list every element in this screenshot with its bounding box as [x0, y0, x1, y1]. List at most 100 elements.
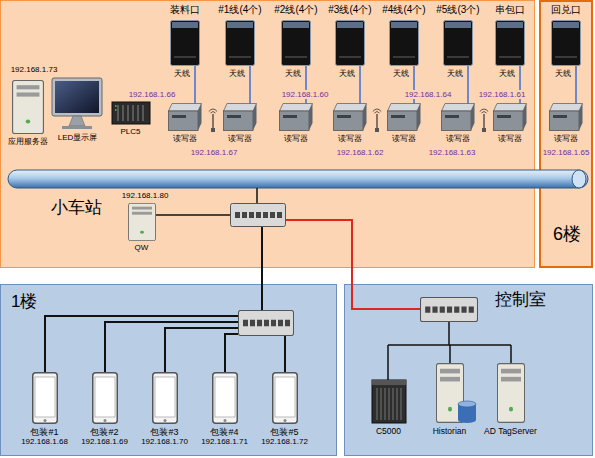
region-name: 1楼	[11, 292, 37, 312]
antenna-cable	[359, 66, 361, 104]
network-wire	[448, 322, 450, 345]
network-bus	[8, 170, 588, 188]
column-header: #3线(4个)	[327, 4, 372, 16]
antenna-icon	[390, 21, 419, 66]
plc-modules	[118, 105, 143, 121]
network-wire	[256, 188, 258, 203]
device-label: 192.168.1.71	[201, 437, 248, 446]
device-label: 192.168.1.70	[141, 437, 188, 446]
column-header: 串包口	[494, 4, 526, 16]
device-node: 读写器	[173, 134, 197, 143]
reader-icon	[388, 104, 421, 131]
column-header: #2线(4个)	[273, 4, 318, 16]
antenna-icon	[226, 21, 255, 66]
column-header: #1线(4个)	[217, 4, 262, 16]
device-label: 天线	[174, 69, 190, 78]
antenna-cable	[194, 66, 196, 104]
device-node: 包装#1192.168.1.68	[21, 427, 68, 447]
device-node: 包装#3192.168.1.70	[141, 427, 188, 447]
region-name: 控制室	[495, 290, 546, 310]
device-label: 天线	[393, 69, 409, 78]
reader-icon	[442, 104, 475, 131]
antenna-icon	[552, 21, 581, 66]
device-label: QW	[135, 243, 149, 252]
device-label: 天线	[339, 69, 355, 78]
device-label: 读写器	[228, 134, 252, 143]
plc-rack	[112, 102, 150, 124]
device-node: 读写器	[228, 134, 252, 143]
ip-address: 192.168.1.61	[478, 90, 527, 99]
floor-region: 1楼包装#1192.168.1.68包装#2192.168.1.69包装#319…	[0, 284, 337, 456]
plc-leds	[115, 106, 117, 110]
reader-icon	[280, 104, 313, 131]
monitor-screen	[55, 81, 99, 113]
monitor-bezel	[52, 78, 102, 116]
device-label: AD TagServer	[484, 427, 537, 437]
device-label: 读写器	[284, 134, 308, 143]
wireless-icon	[209, 109, 217, 132]
device-node: 天线	[285, 69, 301, 78]
monitor-base	[62, 126, 92, 129]
device-node: 读写器	[498, 134, 522, 143]
switch-icon	[421, 298, 478, 322]
device-node: 天线	[339, 69, 355, 78]
device-label: 192.168.1.68	[21, 437, 68, 446]
device-label: 天线	[499, 69, 515, 78]
ip-address: 192.168.1.73	[10, 65, 59, 74]
wireless-icon	[480, 109, 488, 132]
server-icon	[13, 81, 44, 134]
antenna-icon	[171, 21, 200, 66]
device-node: 读写器	[392, 134, 416, 143]
antenna-icon	[496, 21, 525, 66]
device-label: 包装#1	[21, 427, 68, 437]
network-wire	[510, 345, 512, 363]
device-node: 应用服务器	[8, 137, 48, 146]
server-icon	[129, 203, 156, 240]
antenna-icon	[282, 21, 311, 66]
controller-modules	[377, 388, 401, 420]
device-label: 天线	[229, 69, 245, 78]
device-label: 包装#3	[141, 427, 188, 437]
network-wire	[449, 345, 451, 363]
network-wire	[105, 322, 238, 372]
device-node: AD TagServer	[484, 427, 537, 437]
column-header: 装料口	[169, 4, 201, 16]
reader-icon	[224, 104, 257, 131]
bus-end	[572, 170, 586, 188]
device-node: PLC5	[120, 127, 140, 136]
antenna-cable	[467, 66, 469, 104]
antenna-icon	[336, 21, 365, 66]
device-node: QW	[135, 243, 149, 252]
device-node: 天线	[499, 69, 515, 78]
device-node: 包装#2192.168.1.69	[81, 427, 128, 447]
monitor-stand	[69, 116, 85, 126]
wireless-icon	[373, 109, 381, 132]
device-node: C5000	[376, 427, 401, 437]
antenna-icon	[444, 21, 473, 66]
antenna-cable	[249, 66, 251, 104]
device-node: 天线	[174, 69, 190, 78]
database-bottom	[458, 417, 476, 423]
tablet-icon	[93, 373, 118, 424]
device-node: LED显示屏	[58, 133, 98, 142]
switch-icon	[231, 204, 286, 227]
device-node: 读写器	[284, 134, 308, 143]
ip-address: 192.168.1.66	[128, 90, 177, 99]
device-label: 192.168.1.69	[81, 437, 128, 446]
network-wire	[225, 334, 238, 372]
network-wire	[284, 336, 286, 372]
device-node: 读写器	[554, 134, 578, 143]
device-label: 天线	[555, 69, 571, 78]
device-label: 读写器	[338, 134, 362, 143]
database-top	[458, 401, 476, 407]
ip-address: 192.168.1.80	[121, 191, 170, 200]
wires	[45, 188, 511, 380]
device-node: 读写器	[446, 134, 470, 143]
column-header: #5线(3个)	[435, 4, 480, 16]
device-node: 读写器	[338, 134, 362, 143]
network-wire	[165, 328, 238, 372]
controller-top	[372, 380, 406, 385]
region-name: 小车站	[51, 198, 102, 218]
network-wire	[45, 316, 238, 372]
